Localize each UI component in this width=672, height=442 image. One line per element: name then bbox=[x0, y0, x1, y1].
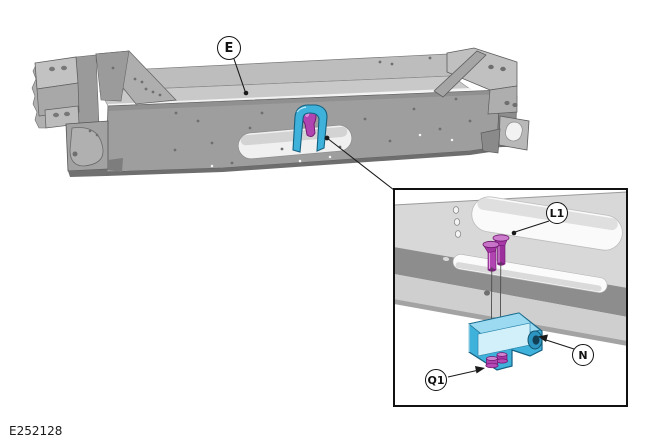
callout-q1: Q1 bbox=[425, 369, 447, 391]
leader-line-l1 bbox=[511, 220, 550, 236]
flange-hole bbox=[484, 290, 490, 296]
flange-highlight bbox=[107, 88, 471, 106]
inset-dark-band bbox=[394, 247, 627, 317]
clip-body bbox=[292, 104, 328, 153]
figure-code: E252128 bbox=[9, 424, 63, 438]
rivet-dots-light bbox=[210, 133, 454, 168]
beam-right-end bbox=[433, 47, 530, 154]
beam-bottom-lip bbox=[106, 147, 497, 176]
band-hole bbox=[442, 256, 450, 262]
leader-line-e bbox=[233, 58, 249, 96]
callout-n: N bbox=[572, 344, 594, 366]
callout-e: E bbox=[217, 36, 241, 60]
beam-left-end bbox=[31, 54, 123, 177]
bracket-n bbox=[468, 312, 543, 371]
inset-detail-box bbox=[393, 188, 628, 407]
rivet-dots bbox=[111, 56, 472, 165]
inset-link-line bbox=[324, 135, 395, 191]
bolt-l1-front bbox=[482, 240, 500, 272]
left-gusset-side bbox=[95, 50, 130, 102]
nut-q1-front bbox=[485, 356, 499, 369]
callout-q1-label: Q1 bbox=[427, 373, 445, 387]
retainer-clip bbox=[292, 104, 328, 153]
crossmember-beam bbox=[31, 47, 530, 177]
face-top-shadow bbox=[108, 90, 500, 111]
inset-small-holes bbox=[452, 206, 462, 238]
nut-q1-rear bbox=[496, 352, 508, 364]
callout-l1: L1 bbox=[546, 202, 568, 224]
inset-lower-flange bbox=[394, 274, 627, 341]
leader-line-q1 bbox=[447, 366, 485, 378]
callout-n-label: N bbox=[578, 348, 588, 362]
clip-highlight bbox=[296, 106, 307, 113]
callout-e-label: E bbox=[224, 40, 234, 56]
callout-l1-label: L1 bbox=[549, 206, 565, 220]
leader-line-n bbox=[538, 334, 575, 350]
